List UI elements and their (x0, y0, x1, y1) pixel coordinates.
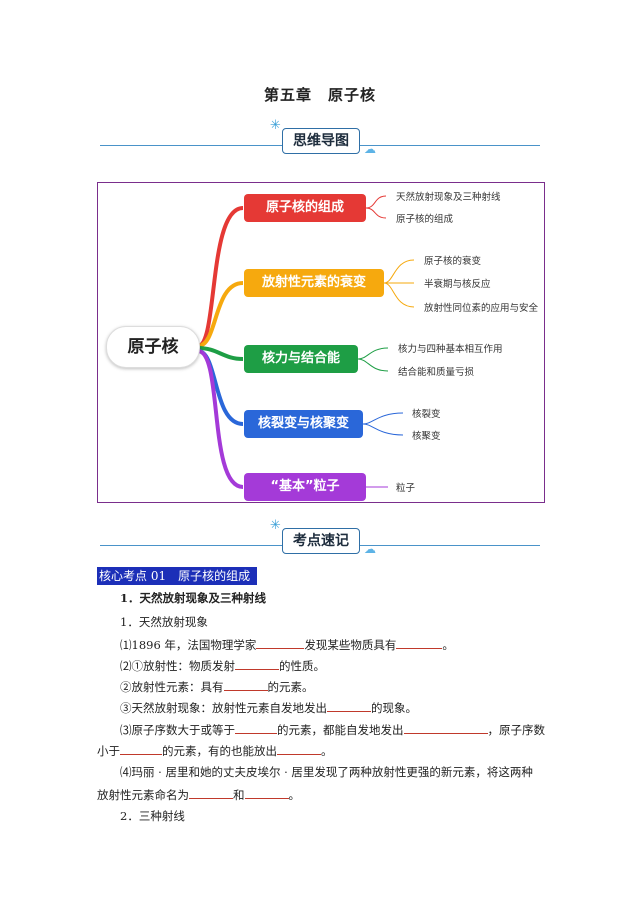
paragraph-8: 放射性元素命名为和。 (97, 786, 300, 802)
sparkle-icon: ✳ (270, 118, 281, 133)
leaf-nucleus-composition: 原子核的组成 (396, 214, 454, 225)
subsection-title: 1．天然放射现象及三种射线 (120, 591, 267, 605)
fill-blank[interactable] (223, 678, 268, 691)
section-heading: 核心考点 01 原子核的组成 (97, 567, 257, 585)
cloud-icon: ☁ (364, 542, 376, 556)
cloud-icon: ☁ (364, 142, 376, 156)
fill-blank[interactable] (256, 636, 305, 649)
paragraph-2: ⑵①放射性：物质发射的性质。 (120, 657, 325, 673)
paragraph-1: ⑴1896 年，法国物理学家发现某些物质具有。 (120, 636, 454, 652)
topic-fission-fusion: 核裂变与核聚变 (244, 410, 363, 438)
banner-label: 考点速记 (282, 528, 360, 554)
fill-blank[interactable] (396, 636, 443, 649)
paragraph-7: ⑷玛丽 · 居里和她的丈夫皮埃尔 · 居里发现了两种放射性更强的新元素，将这两种 (120, 765, 533, 779)
mind-map: 原子核 原子核的组成 天然放射现象及三种射线 原子核的组成 放射性元素的衰变 原… (97, 182, 545, 503)
leaf-four-interactions: 核力与四种基本相互作用 (398, 344, 503, 355)
mind-map-branches (197, 195, 415, 489)
paragraph-5: ⑶原子序数大于或等于的元素，都能自发地发出，原子序数 (120, 721, 545, 737)
paragraph-3: ②放射性元素：具有的元素。 (120, 678, 314, 694)
leaf-binding-energy: 结合能和质量亏损 (398, 367, 475, 378)
sparkle-icon: ✳ (270, 518, 281, 533)
item-title: 1．天然放射现象 (120, 615, 208, 629)
fill-blank[interactable] (120, 742, 162, 755)
fill-blank[interactable] (235, 657, 279, 670)
leaf-particles: 粒子 (396, 483, 416, 494)
paragraph-4: ③天然放射现象：放射性元素自发地发出的现象。 (120, 699, 417, 715)
mindmap-banner: ✳ 思维导图 ☁ (100, 118, 540, 158)
fill-blank[interactable] (327, 699, 371, 712)
banner-label: 思维导图 (282, 128, 360, 154)
leaf-nuclear-decay: 原子核的衰变 (424, 256, 482, 267)
item-title: 2．三种射线 (120, 809, 185, 823)
leaf-fission: 核裂变 (412, 409, 441, 420)
fill-blank[interactable] (403, 721, 488, 734)
topic-radioactive-decay: 放射性元素的衰变 (244, 269, 384, 297)
leaf-half-life: 半衰期与核反应 (424, 279, 491, 290)
fill-blank[interactable] (189, 786, 233, 799)
paragraph-6: 小于的元素，有的也能放出。 (97, 742, 333, 758)
leaf-radioactivity-rays: 天然放射现象及三种射线 (396, 192, 501, 203)
fill-blank[interactable] (244, 786, 289, 799)
fill-blank[interactable] (235, 721, 277, 734)
topic-nuclear-force: 核力与结合能 (244, 345, 358, 373)
topic-elementary-particles: “基本”粒子 (244, 473, 366, 501)
key-points-banner: ✳ 考点速记 ☁ (100, 518, 540, 558)
leaf-fusion: 核聚变 (412, 431, 441, 442)
topic-nucleus-composition: 原子核的组成 (244, 194, 366, 222)
chapter-title: 第五章 原子核 (263, 86, 376, 104)
fill-blank[interactable] (277, 742, 321, 755)
leaf-isotope-applications: 放射性同位素的应用与安全 (424, 303, 539, 314)
mind-map-root: 原子核 (106, 326, 200, 368)
